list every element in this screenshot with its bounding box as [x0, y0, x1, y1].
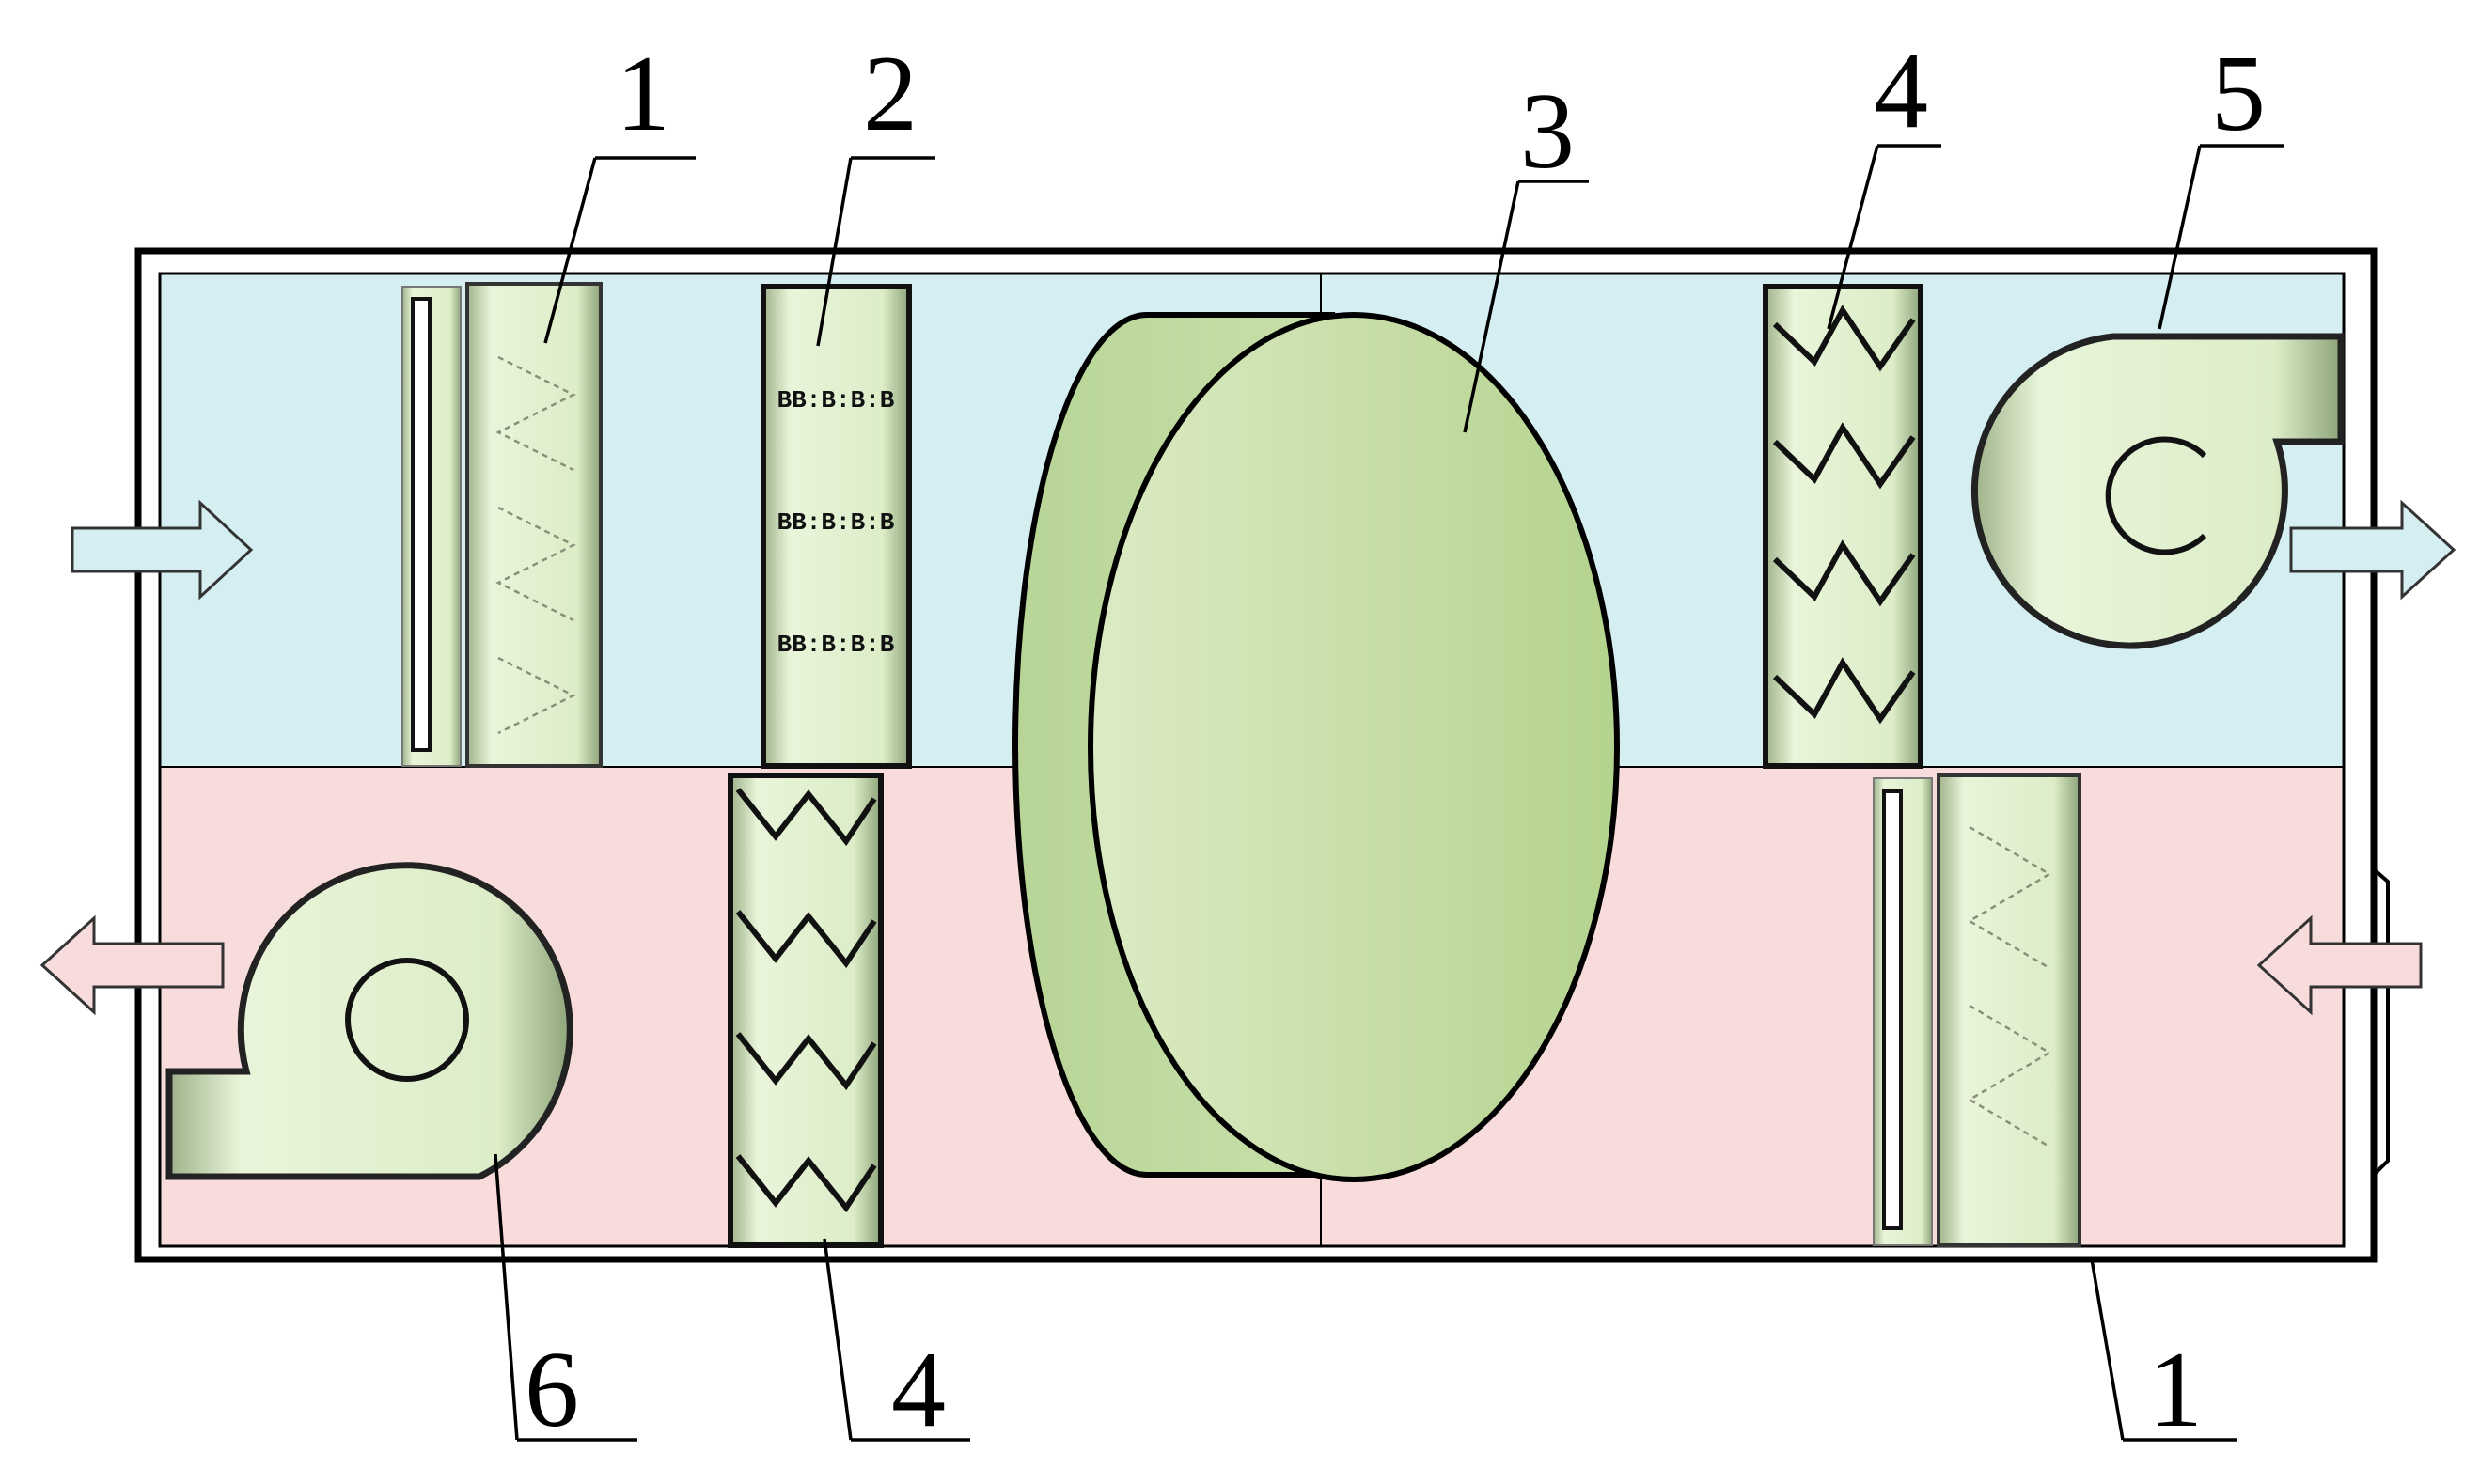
supply-fan: [1970, 333, 2345, 649]
callout-bottom-filter: 1: [2148, 1330, 2203, 1450]
callout-top-panel-2: 2: [863, 34, 918, 154]
svg-text:BB:B:B:B: BB:B:B:B: [777, 631, 895, 659]
inner-frame: [158, 272, 2346, 1248]
leader-3: [1463, 180, 1520, 433]
leader-2-top: [816, 157, 853, 347]
leader-1-top: [543, 157, 597, 344]
top-panel-2: BB:B:B:B BB:B:B:B BB:B:B:B: [761, 284, 912, 769]
svg-text:BB:B:B:B: BB:B:B:B: [777, 386, 895, 414]
top-filter: [401, 282, 603, 768]
arrow-left-icon: [2256, 914, 2423, 1016]
leader-1-bottom: [2090, 1258, 2125, 1441]
bottom-filter: [1873, 773, 2081, 1247]
leader-5: [2158, 145, 2202, 330]
callout-top-coil: 4: [1874, 31, 1928, 151]
arrow-right-icon: [2289, 499, 2456, 601]
leader-6: [494, 1153, 519, 1441]
callout-bottom-coil: 4: [891, 1330, 946, 1450]
heat-recovery-wheel: [1012, 312, 1620, 1182]
callout-top-filter: 1: [616, 34, 670, 154]
exhaust-fan: [165, 862, 573, 1180]
top-coil: [1763, 284, 1923, 769]
arrow-left-icon: [39, 914, 225, 1016]
callout-wheel: 3: [1520, 71, 1575, 192]
leader-4-top: [1827, 145, 1879, 330]
svg-text:BB:B:B:B: BB:B:B:B: [777, 508, 895, 537]
arrow-right-icon: [71, 499, 254, 601]
bottom-coil: [728, 773, 884, 1248]
callout-supply-fan: 5: [2211, 34, 2266, 154]
callout-exhaust-fan: 6: [525, 1330, 579, 1450]
side-bracket: [2372, 867, 2390, 1177]
leader-4-bottom: [823, 1238, 853, 1441]
